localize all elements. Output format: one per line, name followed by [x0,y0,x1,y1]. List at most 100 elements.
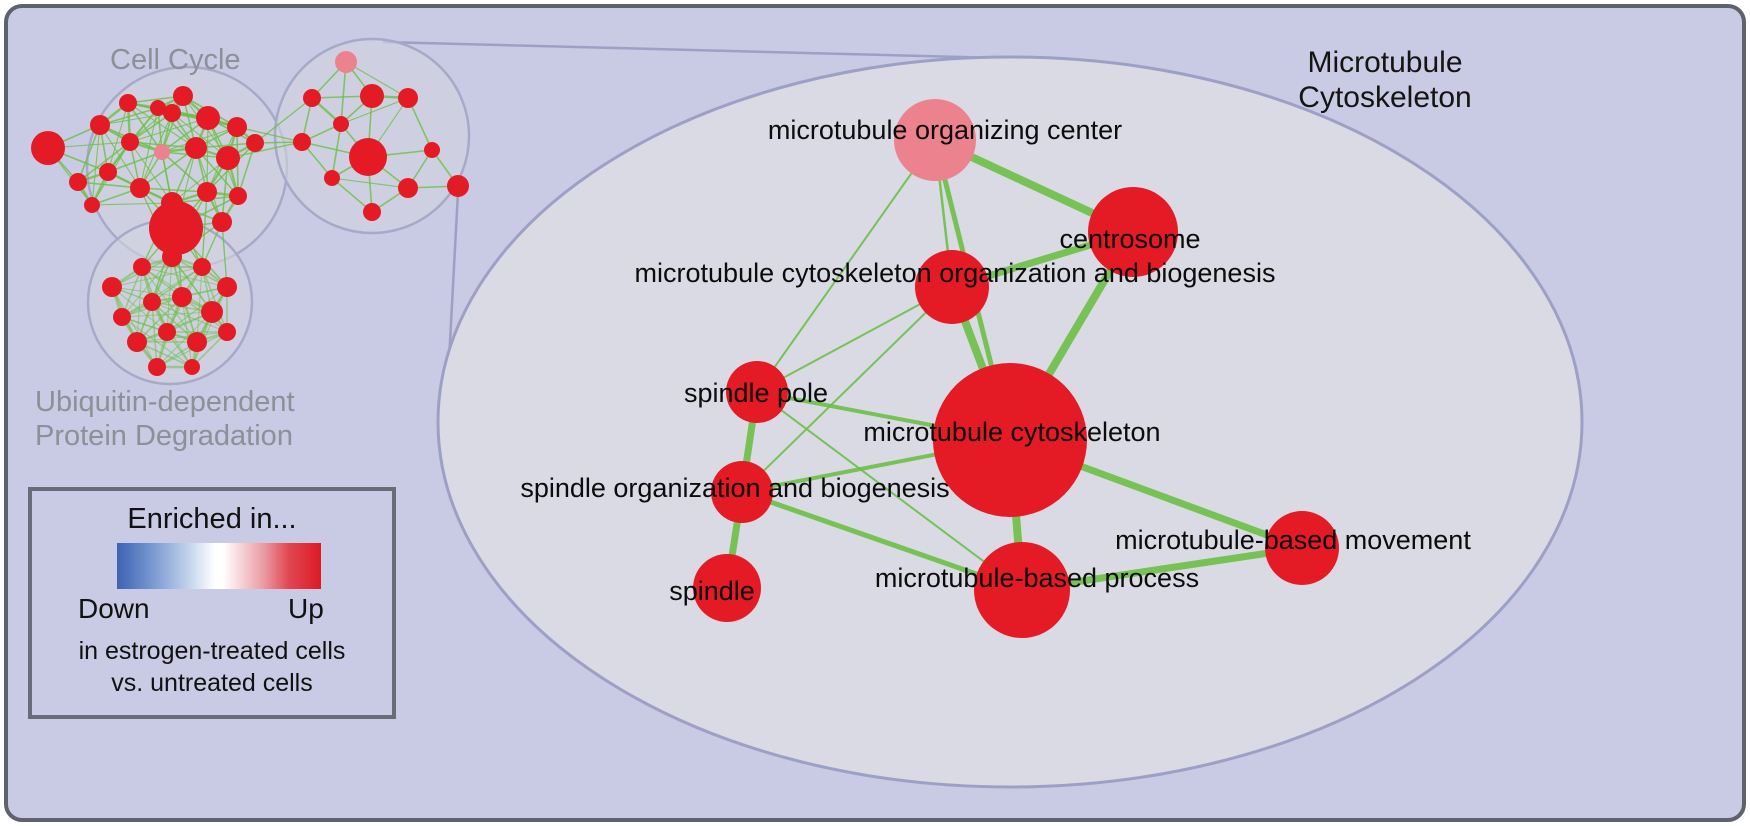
overview-node-25 [398,88,418,108]
node-mmove [1265,511,1339,585]
overview-node-35 [133,258,151,276]
node-label-centrosome: centrosome [1059,224,1200,254]
overview-node-30 [398,178,418,198]
legend-caption-line1: in estrogen-treated cells [78,637,346,665]
node-label-moc: microtubule organizing center [768,115,1122,145]
ubiquitin-cluster-label: Ubiquitin-dependent Protein Degradation [35,386,295,452]
legend-caption-line2: vs. untreated cells [111,669,313,697]
overview-node-41 [172,287,192,307]
overview-edge [201,191,208,268]
detail-nodes [693,99,1339,638]
overview-edge [127,102,197,149]
edge-mcob-sorg [741,286,953,493]
overview-edge [129,117,209,143]
edge-spole-mproc [756,391,1023,591]
overview-node-9 [185,137,207,159]
overview-edge [156,311,213,368]
node-label-spole: spindle pole [684,378,828,408]
legend-down-label: Down [78,593,150,624]
overview-node-31 [363,203,381,221]
overview-node-15 [229,187,247,205]
overview-nodes [31,51,469,376]
overview-node-26 [333,116,349,132]
overview-edge [129,141,173,204]
overview-edge [331,177,409,189]
overview-node-39 [113,308,131,326]
overview-edge [129,95,184,143]
node-label-sorg: spindle organization and biogenesis [520,473,949,503]
overview-node-20 [212,212,232,232]
overview-node-16 [69,173,87,191]
overview-edge [136,296,183,343]
overview-node-23 [303,89,321,107]
overview-edge [139,147,197,189]
overview-node-29 [424,142,440,158]
overview-node-2 [119,94,137,112]
overview-edge [77,141,131,183]
overview-node-5 [196,106,220,130]
overview-node-14 [197,182,217,202]
overview-edge [107,102,129,173]
overview-node-21 [84,197,100,213]
edge-moc-spole [756,139,936,393]
overview-edge [121,256,173,318]
node-mproc [974,542,1070,638]
overview-node-27 [349,138,387,176]
node-spole [726,361,788,423]
overview-node-8 [154,144,170,160]
node-label-mcob: microtubule cytoskeleton organization an… [635,258,1276,288]
overview-edge [111,286,158,368]
node-mcyto [933,363,1087,517]
node-mcob [915,250,989,324]
zoom-cone-line-0 [382,40,1001,60]
overview-edge [237,142,256,197]
overview-edge [77,124,101,183]
overview-edge [151,266,203,303]
overview-node-46 [218,323,236,341]
overview-node-36 [162,247,182,267]
node-label-spindle: spindle [669,576,755,606]
overview-edge [91,202,173,206]
detail-node-labels: microtubule organizing center centrosome m… [520,115,1471,606]
overview-edge [191,286,228,368]
overview-node-22 [335,51,357,73]
cell-cycle-cluster-label: Cell Cycle [110,44,241,76]
overview-node-40 [143,293,161,311]
overview-node-4 [173,86,193,106]
overview-edge [221,221,228,288]
overview-edge [345,61,409,99]
overview-node-33 [324,170,340,186]
overview-edge [136,266,143,343]
overview-node-24 [360,84,384,108]
overview-node-32 [447,175,469,197]
overview-edge [236,126,303,143]
node-spindle [693,554,761,622]
overview-edge [141,266,228,288]
overview-node-6 [227,117,247,137]
overview-node-47 [148,358,166,376]
overview-node-0 [31,131,65,165]
overview-edge [107,151,163,173]
overview-edge [331,123,342,179]
overview-node-43 [127,332,147,352]
edge-sorg-mproc [739,489,1025,593]
overview-node-28 [293,133,311,151]
figure-border [4,4,1746,822]
overview-node-17 [163,104,181,122]
overview-edge [166,256,173,333]
overview-edge [111,286,183,298]
node-sorg [711,461,773,523]
overview-node-10 [216,146,240,170]
node-moc [894,99,976,181]
overview-edge [340,97,409,125]
overview-node-45 [187,332,207,352]
overview-edge [161,151,208,193]
legend-title: Enriched in... [127,503,297,535]
overview-node-1 [90,115,110,135]
legend-gradient-bar [117,543,321,589]
overview-node-7 [121,133,139,151]
overview-node-42 [201,301,223,323]
overview-edge [254,97,313,144]
